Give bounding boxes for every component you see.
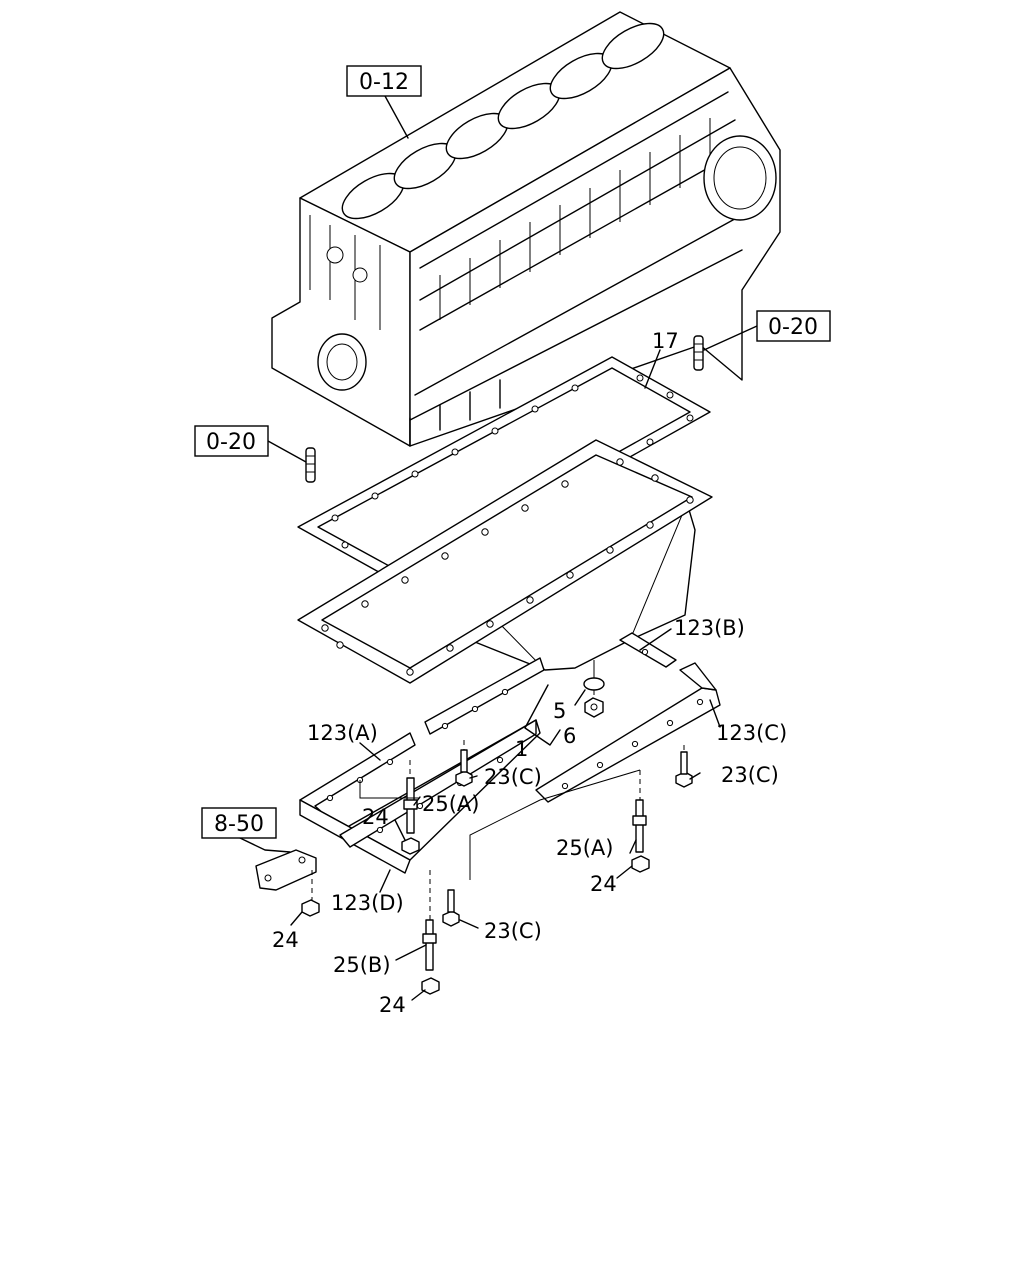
oil-pan (297, 439, 713, 684)
callout-24: 24 (362, 805, 389, 829)
callout-17: 17 (652, 329, 679, 353)
callout-123c: 123(C) (716, 721, 787, 745)
oil-pan-bolt-holes (321, 458, 694, 676)
drain-plug-seal (583, 660, 605, 691)
bracket (255, 849, 317, 891)
callout-1: 1 (515, 737, 528, 761)
leader-lines (239, 95, 758, 1001)
reference-box-0-20-left: 0-20 (194, 425, 269, 457)
callout-24: 24 (272, 928, 299, 952)
callout-25a: 25(A) (422, 792, 479, 816)
reference-box-0-12: 0-12 (346, 65, 422, 97)
bolt-23c-b (675, 751, 693, 788)
cylinder-bores (341, 22, 665, 220)
callout-25b: 25(B) (333, 953, 391, 977)
reference-box-0-20-right: 0-20 (756, 310, 831, 342)
callout-24: 24 (379, 993, 406, 1017)
reference-label: 0-20 (768, 315, 818, 340)
drain-plug (584, 697, 604, 718)
reference-label: 8-50 (214, 812, 264, 837)
callout-labels: 17 123(B) 5 6 1 123(A) 123(C) 23(C) 23(C… (272, 329, 787, 1017)
callout-24: 24 (590, 872, 617, 896)
callout-23c: 23(C) (484, 765, 542, 789)
stud-25a-b (632, 799, 647, 853)
callout-123a: 123(A) (307, 721, 378, 745)
callout-5: 5 (553, 699, 566, 723)
stiffener-plates (299, 632, 721, 874)
bolt-23c-c (442, 889, 460, 927)
dowel-pin-right (693, 335, 704, 371)
bolt-23c-a (455, 749, 473, 787)
callout-23c: 23(C) (721, 763, 779, 787)
callout-25a: 25(A) (556, 836, 613, 860)
cylinder-block (271, 11, 781, 447)
reference-label: 0-12 (359, 70, 409, 95)
callout-123b: 123(B) (674, 616, 745, 640)
callout-6: 6 (563, 724, 576, 748)
reference-box-8-50: 8-50 (201, 807, 277, 839)
nuts-24 (301, 837, 650, 995)
dowel-pin-left (305, 447, 316, 483)
callout-23c: 23(C) (484, 919, 542, 943)
reference-label: 0-20 (206, 430, 256, 455)
callout-123d: 123(D) (331, 891, 404, 915)
